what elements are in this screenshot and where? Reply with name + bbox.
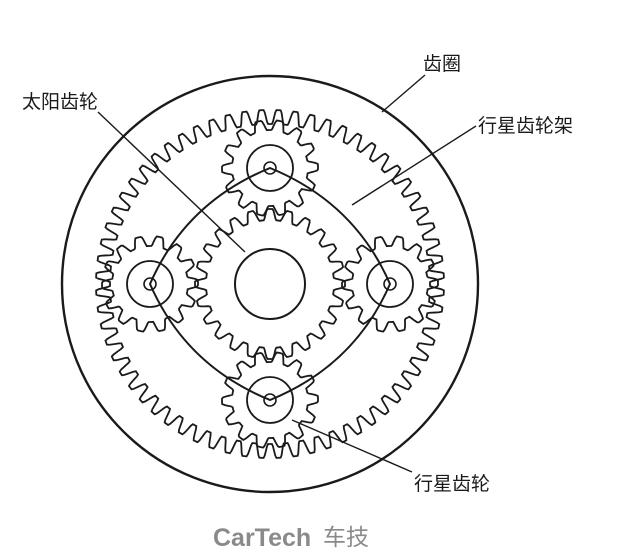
sun-gear-hub bbox=[234, 248, 306, 320]
leader-planet-carrier bbox=[351, 125, 477, 206]
leader-ring-gear bbox=[381, 74, 426, 113]
planet-gear-left bbox=[101, 235, 199, 333]
leader-planet-gear bbox=[291, 419, 413, 473]
label-ring-gear: 齿圈 bbox=[423, 53, 461, 75]
watermark-brand-cn: 车技 bbox=[323, 525, 369, 551]
sun-gear bbox=[194, 208, 346, 360]
leader-sun-gear bbox=[97, 111, 246, 253]
label-sun-gear: 太阳齿轮 bbox=[22, 91, 98, 113]
planet-gear-top bbox=[221, 119, 319, 217]
ring-gear-internal-teeth bbox=[95, 109, 445, 459]
planet-gear-bottom bbox=[221, 351, 319, 449]
watermark-brand-latin: CarTech bbox=[213, 524, 311, 552]
planet-gear-right bbox=[341, 235, 439, 333]
planet-carrier-frame bbox=[148, 166, 392, 402]
label-planet-carrier: 行星齿轮架 bbox=[478, 115, 573, 137]
ring-gear-outer-rim bbox=[60, 74, 480, 494]
label-planet-gear: 行星齿轮 bbox=[414, 473, 490, 495]
